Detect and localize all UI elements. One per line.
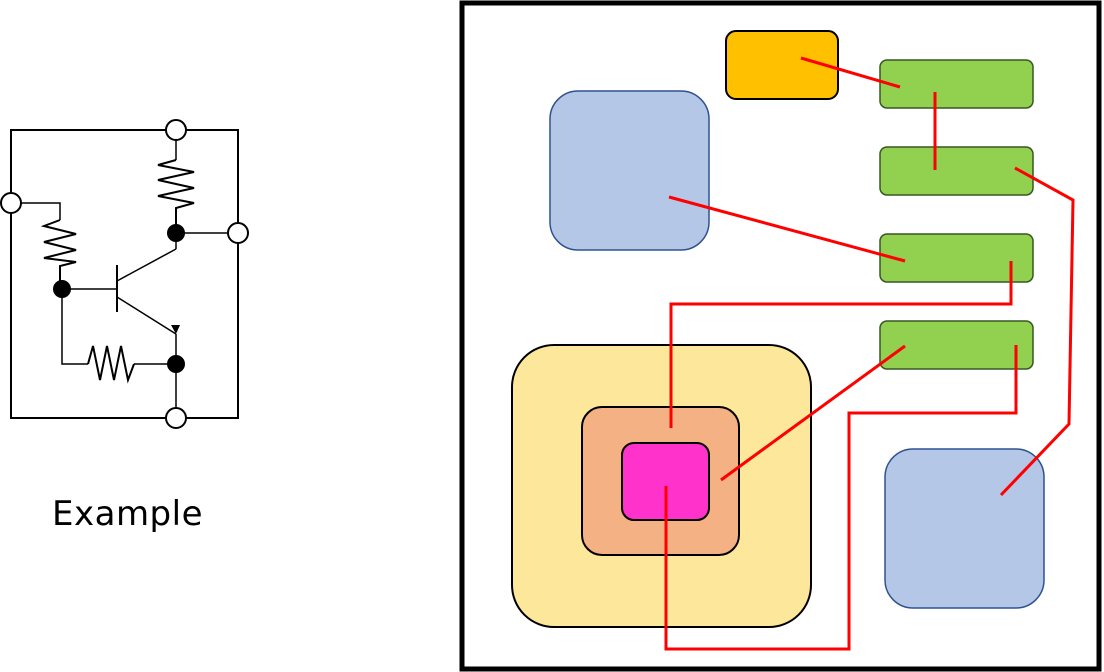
terminal xyxy=(165,119,187,141)
terminal xyxy=(227,222,249,244)
junction-dot xyxy=(53,280,71,298)
junction-dot xyxy=(167,224,185,242)
resistor-left xyxy=(40,219,77,289)
transistor-emitter xyxy=(116,296,177,335)
wire-green4-to-magenta xyxy=(664,345,1018,651)
example-caption: Example xyxy=(52,494,204,534)
wire-left-top xyxy=(11,202,61,220)
wire-green4-to-peach xyxy=(720,344,906,482)
block-green-3 xyxy=(879,233,1034,283)
wire-lower-left xyxy=(61,289,88,365)
block-blue-top xyxy=(549,90,710,251)
resistor-right xyxy=(157,159,195,233)
junction-dot xyxy=(167,355,185,373)
block-green-2 xyxy=(879,146,1034,196)
terminal xyxy=(165,407,187,429)
block-green-4 xyxy=(879,320,1034,370)
wire-orange-to-green1 xyxy=(800,56,901,89)
wire-group xyxy=(664,56,1075,651)
circuit-frame xyxy=(10,129,239,419)
wire-green3-to-peach xyxy=(669,261,1013,428)
terminal xyxy=(0,192,22,214)
example-circuit xyxy=(0,119,249,429)
transistor-collector xyxy=(116,248,177,282)
block-orange xyxy=(725,30,839,100)
wire-green2-to-blue-bottom xyxy=(999,166,1075,497)
wire-blue-top-to-green3 xyxy=(668,195,906,263)
block-green-1 xyxy=(879,59,1034,109)
block-blue-bottom xyxy=(884,448,1045,609)
emitter-arrow xyxy=(171,325,180,334)
resistor-bottom xyxy=(87,345,135,384)
